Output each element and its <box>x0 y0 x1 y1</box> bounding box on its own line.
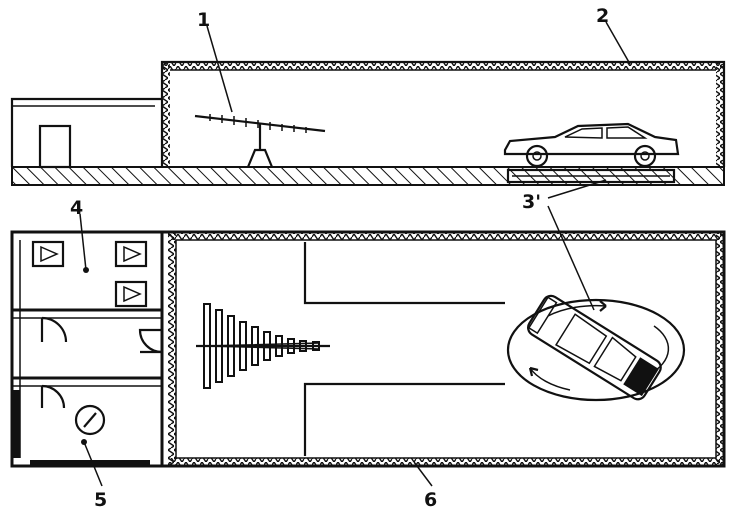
floor-slab <box>11 166 725 186</box>
turntable-icon <box>506 294 686 402</box>
turntable-side <box>506 168 676 184</box>
anteroom-wall <box>10 97 162 167</box>
absorber-lining-top <box>162 62 724 70</box>
speaker-icon <box>31 240 65 268</box>
log-periodic-antenna-icon <box>196 303 330 389</box>
label-chamber: 2 <box>596 5 609 27</box>
door-swing <box>40 316 68 343</box>
gauge-icon <box>74 404 106 436</box>
door <box>38 124 72 169</box>
speaker-icon <box>114 280 148 308</box>
chamber-wall <box>160 60 726 167</box>
label-absorber-wall: 6 <box>424 489 437 511</box>
plan-view <box>10 230 726 468</box>
absorber-wedge-bottom <box>303 382 505 456</box>
label-antenna: 1 <box>197 9 210 31</box>
car-icon <box>503 122 680 168</box>
label-control-room: 4 <box>70 197 83 219</box>
leaders <box>79 179 607 487</box>
absorber-lining-left <box>162 62 170 167</box>
label-turntable: 3' <box>522 191 541 213</box>
building-outline <box>10 230 726 468</box>
side-view <box>10 21 726 186</box>
absorber-wedge-top <box>303 242 505 305</box>
log-periodic-antenna-icon <box>194 114 326 168</box>
car-icon <box>527 294 662 401</box>
speaker-icon <box>114 240 148 268</box>
label-measurement-room: 5 <box>94 489 107 511</box>
absorber-lining-right <box>716 62 724 167</box>
